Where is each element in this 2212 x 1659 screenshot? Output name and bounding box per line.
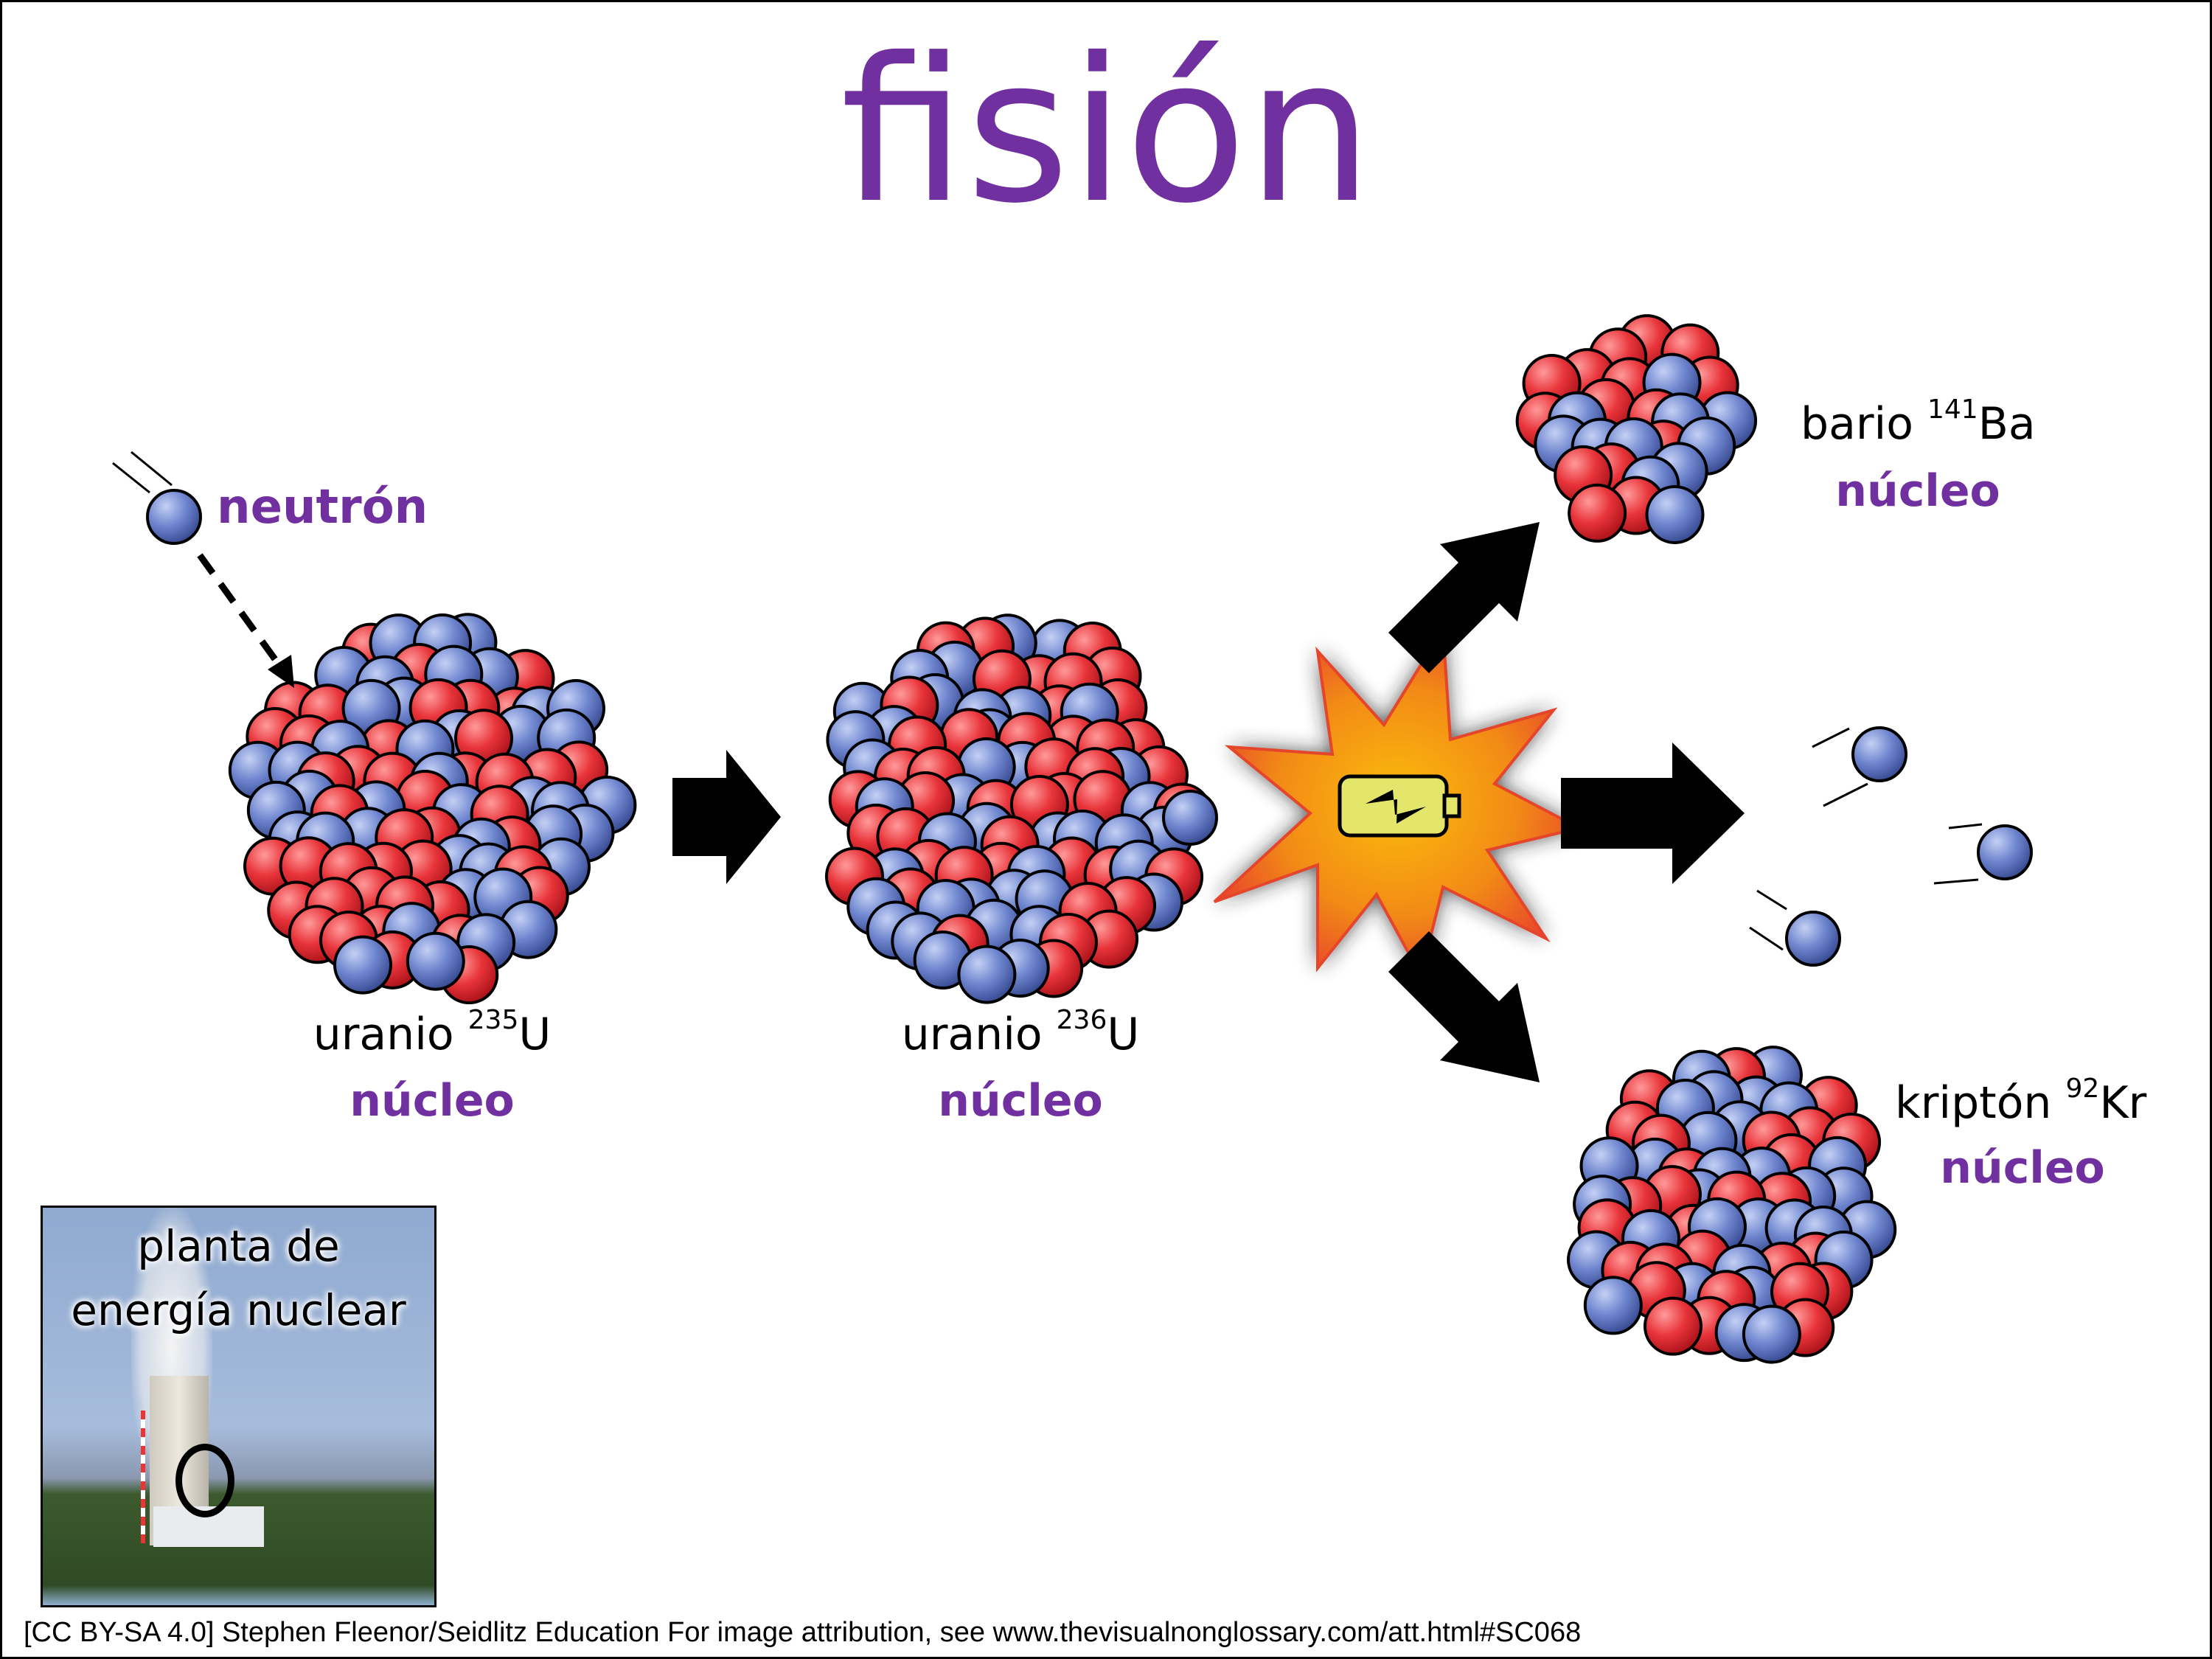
photo-caption-line2: energía nuclear [71,1285,406,1335]
mass-number: 92 [2065,1074,2100,1104]
element-symbol: Kr [2099,1077,2147,1129]
mass-number: 235 [467,1005,519,1035]
element-symbol: Ba [1978,398,2036,450]
motion-line [1812,727,1850,748]
photo-caption-line1: planta de [137,1221,340,1271]
released-neutron [1851,726,1907,782]
highlight-circle [175,1444,234,1517]
attribution: [CC BY-SA 4.0] Stephen Fleenor/Seidlitz … [24,1617,1582,1648]
proton [1643,1296,1703,1356]
proton [957,945,1017,1004]
element-name: uranio [901,1009,1057,1060]
motion-line [1948,823,1983,830]
element-name: kriptón [1895,1077,2066,1129]
nuclear-plant-photo: planta de energía nuclear [41,1206,437,1607]
krypton-nucleus [1567,1046,1897,1364]
released-neutron [1977,824,2033,880]
nucleus-label: núcleo [1835,465,2000,517]
motion-line [1823,782,1868,807]
absorbed-neutron [1162,790,1218,846]
mass-number: 236 [1056,1005,1107,1035]
element-symbol: U [518,1009,552,1060]
incoming-neutron [146,489,202,545]
arrow-to-neutrons [1561,742,1745,884]
neutron [1568,483,1627,543]
chimney [141,1411,145,1543]
element-symbol: U [1107,1009,1140,1060]
nucleus-label: núcleo [1940,1142,2105,1194]
krypton-label: kriptón 92Kr [1895,1074,2147,1130]
proton [1645,484,1705,544]
proton [1583,1276,1643,1335]
proton [1742,1304,1801,1364]
uranium-236-nucleus [824,613,1212,1004]
element-name: bario [1801,398,1927,450]
released-neutron [1785,911,1841,967]
arrow-to-barium [1388,522,1540,673]
explosion-icon [1213,624,1584,980]
motion-line [131,451,173,487]
lightning-icon [1366,790,1426,824]
barium-nucleus [1515,314,1758,544]
element-name: uranio [313,1009,468,1060]
neutron [406,931,465,991]
uranium-235-nucleus [228,613,637,1005]
motion-line [1756,889,1787,911]
arrow-to-krypton [1388,931,1540,1082]
uranium-236-label: uranio 236U [901,1007,1140,1061]
neutron-path-arrow [197,553,285,672]
barium-label: bario 141Ba [1801,397,2036,451]
arrow-capture [672,750,781,884]
nucleus-label: núcleo [349,1075,515,1127]
neutron-label: neutrón [217,480,428,535]
motion-line [1749,926,1784,951]
battery-icon [1338,774,1461,838]
motion-line [112,462,150,494]
neutron-path-arrowhead [268,655,294,688]
motion-line [1933,878,1979,885]
mass-number: 141 [1927,394,1978,425]
neutron [333,935,392,995]
uranium-235-label: uranio 235U [313,1007,552,1061]
nucleus-label: núcleo [938,1075,1103,1127]
page-title: fisión [840,15,1374,247]
